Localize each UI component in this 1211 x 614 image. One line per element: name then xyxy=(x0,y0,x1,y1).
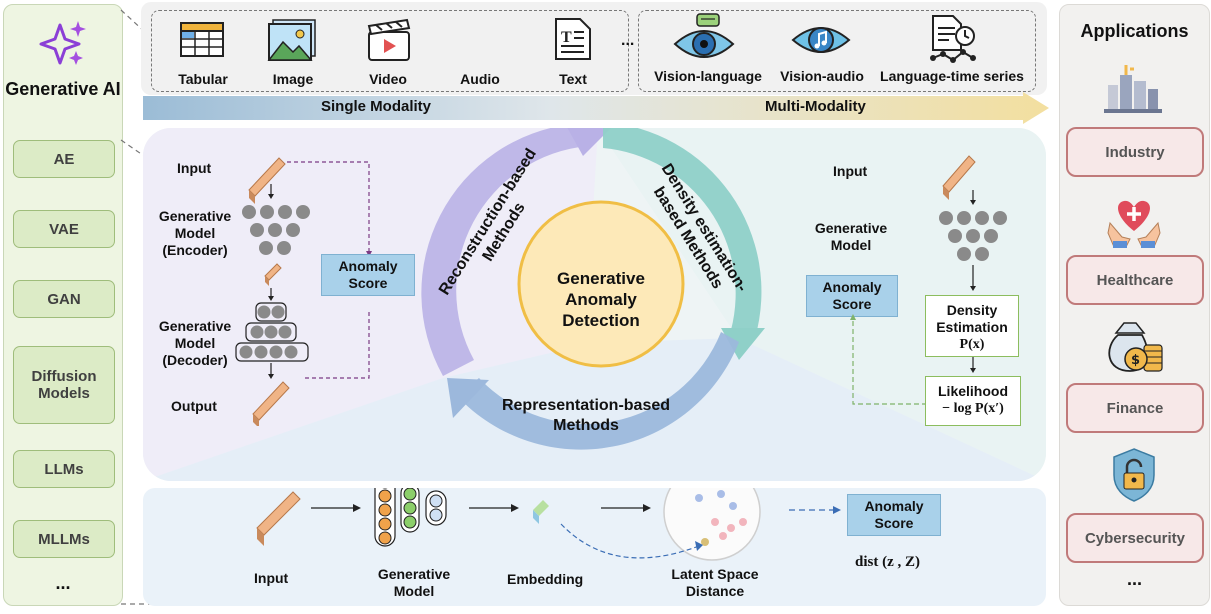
svg-text:T: T xyxy=(561,29,572,46)
method-arcs xyxy=(421,128,765,450)
factory-icon xyxy=(1104,65,1162,113)
recon-output-label: Output xyxy=(171,398,217,414)
modality-tabular: Tabular xyxy=(178,71,228,87)
single-modality-label: Single Modality xyxy=(321,98,432,115)
multi-modality-label: Multi-Modality xyxy=(765,98,866,115)
modality-panel: T ... Tabular Image Video Audio Text Vis xyxy=(141,2,1047,95)
single-modality-box xyxy=(151,10,629,92)
gen-ellipsis: ... xyxy=(55,573,71,593)
eye-music-icon xyxy=(791,27,851,53)
likelihood-box: Likelihood − log P(x′) xyxy=(925,376,1021,426)
methods-panel: Input Generative Model (Encoder) Generat… xyxy=(143,128,1046,481)
app-healthcare: Healthcare xyxy=(1066,255,1204,305)
gen-item-llms: LLMs xyxy=(13,450,115,488)
density-input-label: Input xyxy=(833,163,868,179)
representation-panel: Input Generative Model Embedding Latent … xyxy=(143,488,1046,606)
security-shield-icon xyxy=(1113,448,1155,502)
image-icon xyxy=(267,19,316,61)
modality-audio: Audio xyxy=(460,71,500,87)
recon-network xyxy=(235,157,372,426)
rep-latent-label: Latent Space Distance xyxy=(671,566,759,599)
rep-embedding-label: Embedding xyxy=(507,571,584,587)
recon-anomaly-score: Anomaly Score xyxy=(321,254,415,296)
recon-encoder-label: Generative Model (Encoder) xyxy=(158,208,232,258)
modality-video: Video xyxy=(369,71,407,87)
sparkle-icon xyxy=(39,21,86,65)
likelihood-formula: − log P(x′) xyxy=(942,401,1004,416)
input-bar-icon xyxy=(248,157,286,204)
density-network xyxy=(850,155,1007,405)
modality-vision-language: Vision-language xyxy=(654,68,762,84)
multi-modality-box xyxy=(638,10,1036,92)
likelihood-label: Likelihood xyxy=(938,383,1008,399)
money-bag-icon: $ xyxy=(1108,322,1163,372)
gen-item-gan: GAN xyxy=(13,280,115,318)
gen-item-mllms: MLLMs xyxy=(13,520,115,558)
app-cybersecurity: Cybersecurity xyxy=(1066,513,1204,563)
health-hands-icon xyxy=(1107,200,1161,248)
modality-text: Text xyxy=(559,71,587,87)
modality-vision-audio: Vision-audio xyxy=(780,68,864,84)
app-ellipsis: ... xyxy=(1126,569,1142,589)
eye-chat-icon xyxy=(673,13,735,58)
density-formula: P(x) xyxy=(959,337,985,352)
rep-dist-formula: dist (z , Z) xyxy=(855,554,920,570)
gen-item-ae: AE xyxy=(13,140,115,178)
modality-arrow xyxy=(143,92,1049,124)
rep-anomaly-score: Anomaly Score xyxy=(847,494,941,536)
recon-decoder-label: Generative Model (Decoder) xyxy=(158,318,232,368)
representation-flow xyxy=(256,488,841,561)
modality-language-time-series: Language-time series xyxy=(880,68,1024,84)
document-timeseries-icon xyxy=(930,15,976,63)
gen-item-diffusion: Diffusion Models xyxy=(13,346,115,424)
recon-input-label: Input xyxy=(177,160,212,176)
audio-wave-icon xyxy=(459,21,499,57)
gen-item-vae: VAE xyxy=(13,210,115,248)
rep-input-label: Input xyxy=(254,570,289,586)
generative-ai-title: Generative AI xyxy=(5,79,121,99)
applications-panel: Applications Industry Healthcare $ Finan… xyxy=(1059,4,1210,606)
density-estimation-box: Density Estimation P(x) xyxy=(925,295,1019,357)
modality-image: Image xyxy=(272,71,314,87)
modality-ellipsis: ... xyxy=(621,32,635,49)
video-clapper-icon xyxy=(367,18,411,61)
svg-text:$: $ xyxy=(1131,353,1140,368)
app-industry: Industry xyxy=(1066,127,1204,177)
density-estimation-label: Density Estimation xyxy=(936,302,1008,335)
generative-ai-panel: Generative AI AE VAE GAN Diffusion Model… xyxy=(3,4,123,606)
center-title: Generative Anomaly Detection xyxy=(557,269,645,330)
app-finance: Finance xyxy=(1066,383,1204,433)
table-icon xyxy=(180,22,224,57)
arc-representation-label: Representation-based Methods xyxy=(501,397,671,434)
rep-model-label: Generative Model xyxy=(377,566,451,599)
applications-title: Applications xyxy=(1080,21,1189,41)
density-anomaly-score: Anomaly Score xyxy=(806,275,898,317)
text-document-icon: T xyxy=(555,18,591,60)
density-model-label: Generative Model xyxy=(814,220,888,253)
